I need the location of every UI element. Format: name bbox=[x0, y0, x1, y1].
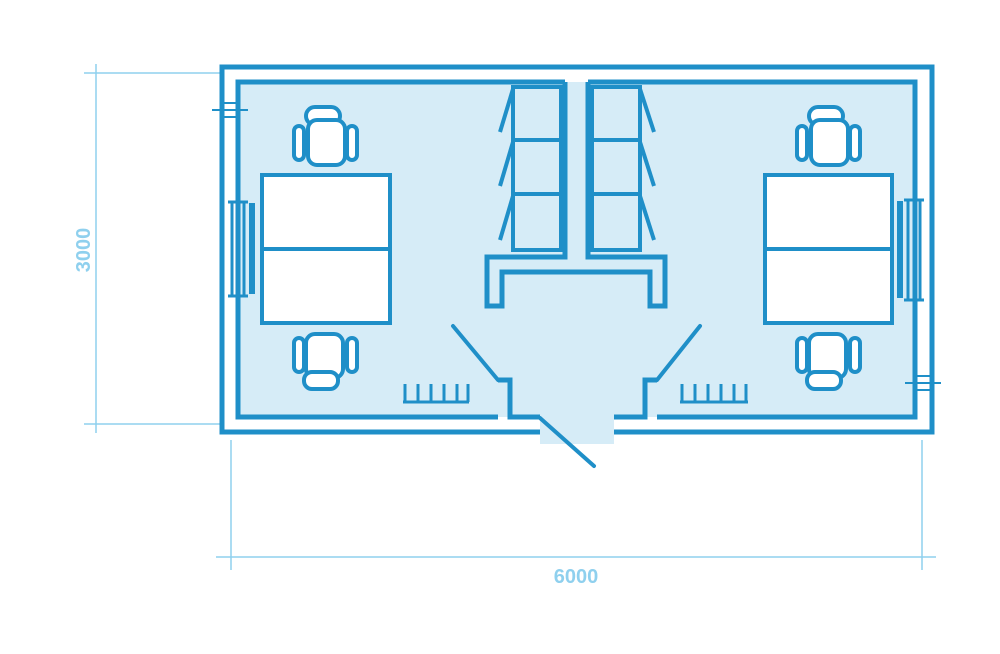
height-dimension-label: 3000 bbox=[73, 228, 95, 273]
desk-right bbox=[763, 173, 894, 325]
wall-vent-left bbox=[212, 102, 248, 118]
outer-walls bbox=[219, 64, 935, 435]
dimension-lines bbox=[84, 64, 936, 570]
window-left bbox=[228, 200, 255, 298]
desk-left bbox=[260, 173, 392, 325]
door-swings bbox=[451, 324, 702, 468]
chair-left-top bbox=[292, 105, 359, 167]
left-office-door[interactable] bbox=[451, 324, 500, 382]
radiator-left bbox=[403, 384, 470, 404]
shelving-left bbox=[498, 85, 563, 252]
entrance-door[interactable] bbox=[538, 416, 596, 468]
radiator-right bbox=[680, 384, 748, 404]
right-office-door[interactable] bbox=[655, 324, 702, 382]
chair-right-bottom bbox=[795, 332, 862, 391]
chair-right-top bbox=[795, 105, 862, 167]
shelving-right bbox=[590, 85, 656, 252]
wall-vent-right bbox=[905, 375, 941, 391]
chair-left-bottom bbox=[292, 332, 359, 391]
central-partition bbox=[484, 82, 668, 420]
width-dimension-label: 6000 bbox=[554, 566, 599, 588]
window-right bbox=[897, 198, 924, 302]
